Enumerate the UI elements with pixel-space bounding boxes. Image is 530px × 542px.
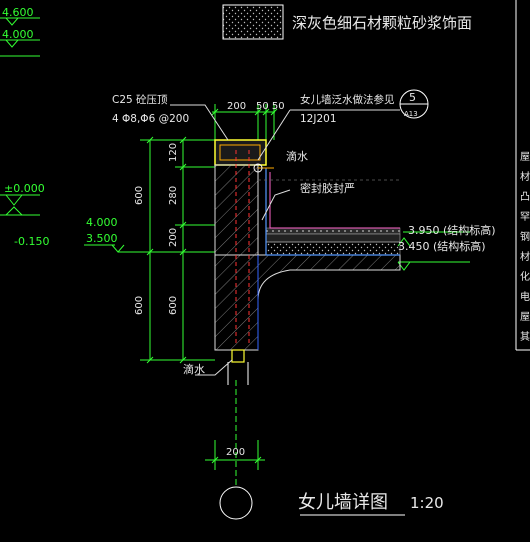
bubble-number: 5 [409,91,416,104]
lintel [231,349,245,363]
legend [222,4,284,40]
elev-3450: 3.450 (结构标高) [398,239,486,253]
drawing-title: 女儿墙详图 [298,492,388,513]
bubble-sheet: A13 [404,110,418,118]
drip-label-bottom: 滴水 [183,362,205,376]
dim-200-vert: 200 [168,228,179,247]
coping-spec-1: C25 砼压顶 [112,93,168,106]
parapet-structure [214,139,401,385]
elev-mid-1: 4.000 [86,216,118,229]
ref-code: 12J201 [300,113,337,125]
seal-label: 密封胶封严 [300,181,355,195]
elev-mid-2: 3.500 [86,232,118,245]
legend-label: 深灰色细石材颗粒砂浆饰面 [292,14,472,32]
svg-text:电: 电 [520,290,530,303]
coping-cap [214,139,267,166]
svg-text:材: 材 [520,170,530,183]
right-edge-notes: 屋 材 凸 罕 钢 材 化 电 屋 其 [520,151,530,343]
dimension-lines [140,104,470,488]
svg-text:凸: 凸 [520,191,530,203]
dim-600-inner: 600 [168,296,179,315]
left-elevation-marks [0,17,160,253]
elev-below: -0.150 [14,235,49,248]
svg-text:材: 材 [520,250,530,263]
ref-note: 女儿墙泛水做法参见 [300,93,395,106]
elev-ground: ±0.000 [4,182,45,195]
dim-600-upper: 600 [134,186,145,205]
elev-top-2: 4.000 [2,28,34,41]
elev-3950: 3.950 (结构标高) [408,223,496,237]
coping-spec-2: 4 Φ8,Φ6 @200 [112,113,189,125]
drip-label-top: 滴水 [286,149,308,163]
svg-text:化: 化 [520,270,530,283]
elev-top-1: 4.600 [2,6,34,19]
drawing-scale: 1:20 [410,494,444,512]
svg-text:屋: 屋 [520,311,530,323]
svg-text:钢: 钢 [520,230,530,243]
legend-swatch [222,4,284,40]
svg-text:屋: 屋 [520,151,530,163]
svg-text:罕: 罕 [520,211,530,223]
dim-600-lower: 600 [134,296,145,315]
svg-text:其: 其 [520,331,530,343]
dim-200-top: 200 [227,101,246,112]
dim-200-bottom: 200 [226,447,245,458]
leaders [170,89,429,520]
dim-50-50: 50 50 [256,101,285,112]
dim-280: 280 [168,186,179,205]
dim-120: 120 [168,143,179,162]
